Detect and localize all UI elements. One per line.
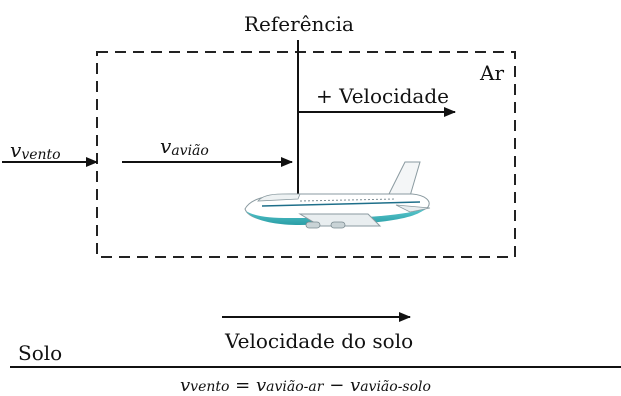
wind-velocity-label: vvento [10, 138, 61, 163]
wind-var: v [10, 138, 22, 162]
wind-sub: vento [21, 147, 61, 163]
air-mass-box [96, 51, 516, 258]
equation: vvento = vavião-ar − vavião-solo [180, 377, 431, 395]
plane-velocity-label: vavião [160, 134, 209, 159]
eq-lhs-var: v [180, 375, 191, 396]
airplane-icon [244, 161, 431, 229]
reference-label: Referência [244, 12, 354, 36]
plane-sub: avião [171, 143, 209, 159]
ground-velocity-label: Velocidade do solo [225, 329, 414, 353]
eq-term2-sub: avião-solo [360, 379, 431, 395]
plane-var: v [160, 134, 172, 158]
eq-equals: = [235, 375, 251, 396]
ground-label: Solo [18, 341, 63, 365]
eq-term1-var: v [256, 375, 267, 396]
eq-lhs-sub: vento [190, 379, 230, 395]
positive-velocity-label: + Velocidade [316, 84, 449, 108]
eq-minus: − [329, 375, 345, 396]
air-label: Ar [480, 61, 505, 85]
eq-term2-var: v [350, 375, 361, 396]
eq-term1-sub: avião-ar [266, 379, 324, 395]
